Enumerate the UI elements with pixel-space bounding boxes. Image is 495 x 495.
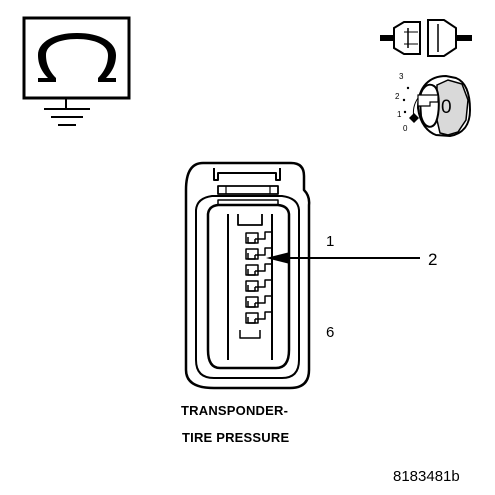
ignition-position-1: 1 xyxy=(397,110,402,119)
caption-line-2: TIRE PRESSURE xyxy=(182,430,290,445)
callout-label: 2 xyxy=(428,250,437,269)
ignition-key-label: 0 xyxy=(441,97,452,118)
disconnect-connector-icon xyxy=(380,19,472,57)
pin-1-label: 1 xyxy=(326,233,334,250)
ignition-position-3: 3 xyxy=(399,72,404,81)
ohmmeter-ground-icon xyxy=(22,16,131,126)
connector-face xyxy=(184,161,311,390)
pin-6-label: 6 xyxy=(326,324,334,341)
caption-line-1: TRANSPONDER- xyxy=(181,403,289,418)
ignition-position-0: 0 xyxy=(403,124,408,133)
callout-arrow xyxy=(266,252,420,264)
figure-id: 8183481b xyxy=(393,468,460,485)
ignition-position-2: 2 xyxy=(395,92,400,101)
ignition-switch-off-icon: 3 2 1 0 0 xyxy=(395,72,472,138)
